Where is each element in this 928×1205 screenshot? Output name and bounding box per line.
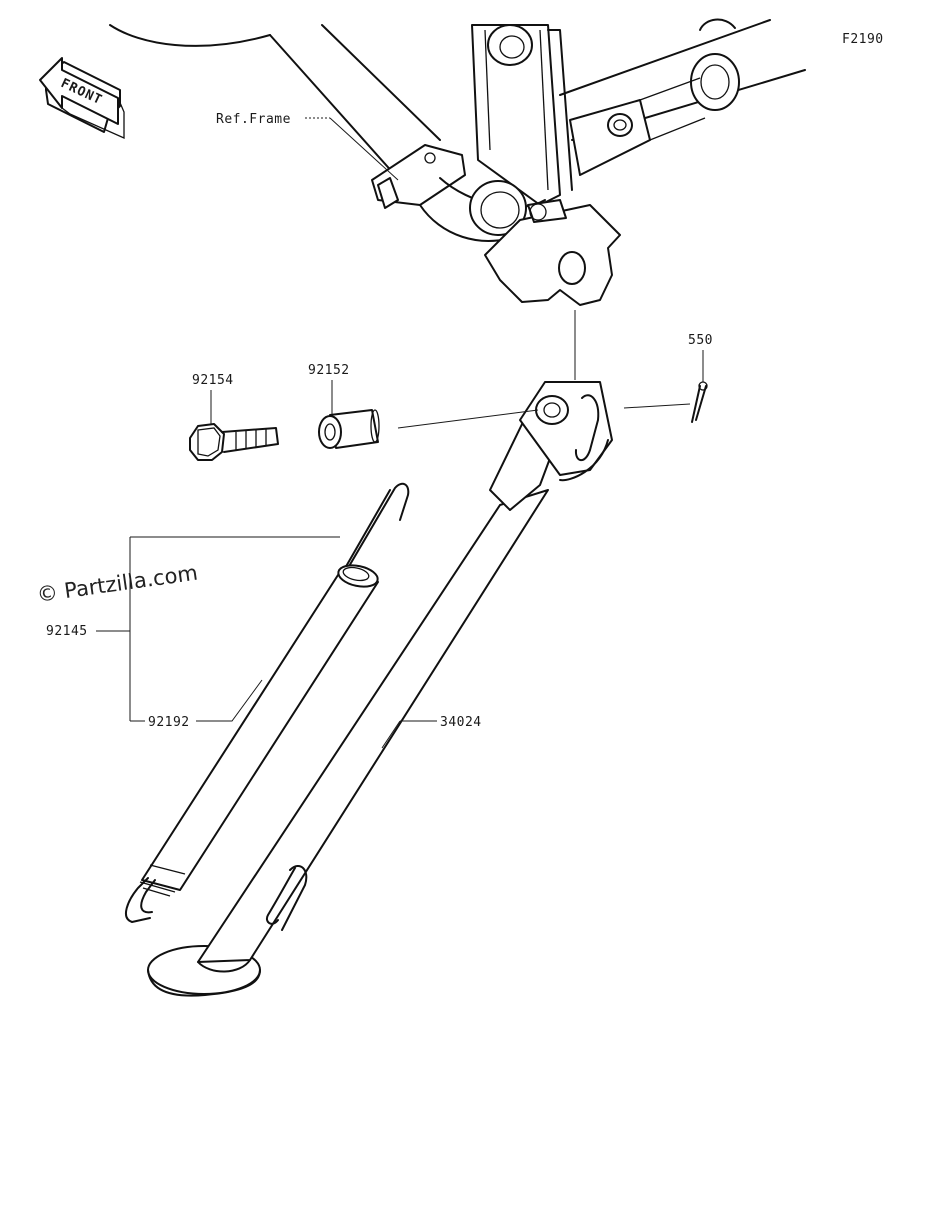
frame-drawing xyxy=(109,18,806,306)
side-stand-part xyxy=(147,381,613,997)
part-number-550: 550 xyxy=(688,333,713,348)
part-number-92145: 92145 xyxy=(46,624,88,639)
bolt-part xyxy=(189,423,279,461)
spring-tube-part xyxy=(124,482,410,923)
front-arrow-icon: FRONT xyxy=(39,57,125,140)
watermark: © Partzilla.com xyxy=(35,561,199,607)
part-number-92192: 92192 xyxy=(148,715,190,730)
part-number-34024: 34024 xyxy=(440,715,482,730)
collar-part xyxy=(318,409,380,449)
part-number-92152: 92152 xyxy=(308,363,350,378)
cotter-pin-part xyxy=(691,381,708,423)
figure-code: F2190 xyxy=(842,32,884,47)
part-number-92154: 92154 xyxy=(192,373,234,388)
ref-frame-label: Ref.Frame xyxy=(216,112,291,127)
